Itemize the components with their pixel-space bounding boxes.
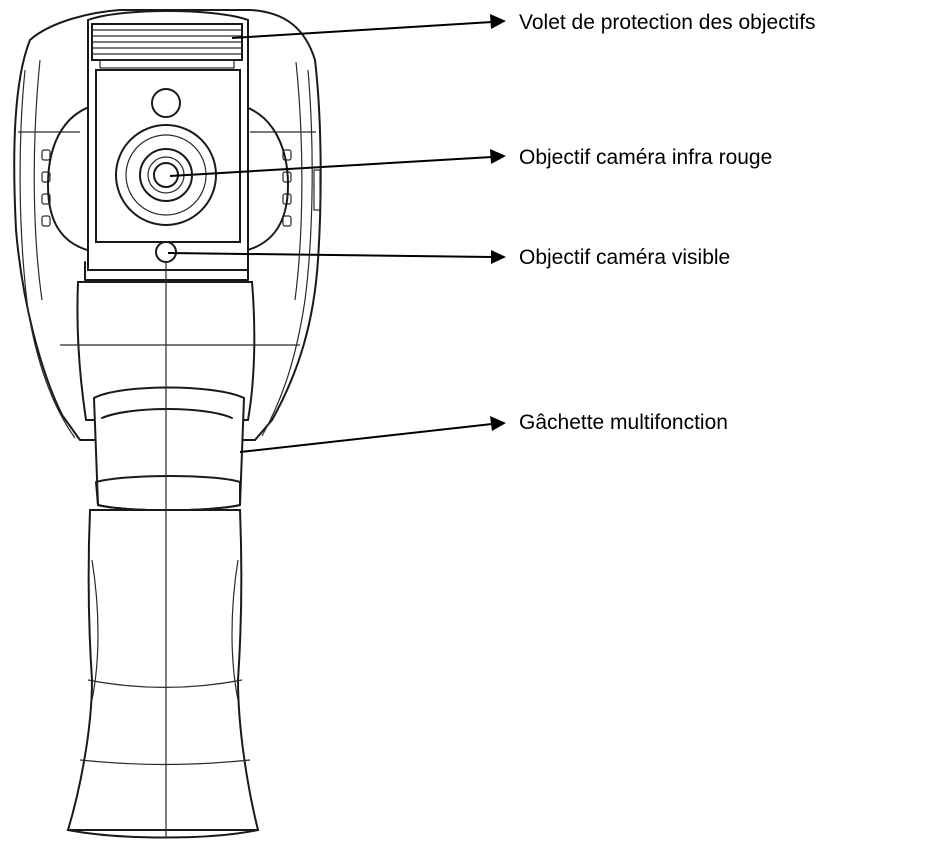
leader-ir-lens: [169, 156, 493, 177]
visible-lens: [155, 241, 177, 263]
left-vents: [41, 149, 51, 227]
label-trigger: Gâchette multifonction: [519, 411, 728, 434]
leader-visible-lens: [167, 252, 493, 258]
top-sensor: [151, 88, 181, 118]
leader-trigger: [239, 423, 493, 453]
label-visible-lens: Objectif caméra visible: [519, 246, 730, 269]
leader-lens-shutter: [231, 21, 493, 39]
camera-drawing: [13, 9, 322, 839]
leader-lines: [167, 14, 506, 453]
label-lens-shutter: Volet de protection des objectifs: [519, 11, 816, 34]
trigger: [92, 386, 246, 512]
label-ir-lens: Objectif caméra infra rouge: [519, 146, 772, 169]
ir-lens: [115, 124, 217, 226]
